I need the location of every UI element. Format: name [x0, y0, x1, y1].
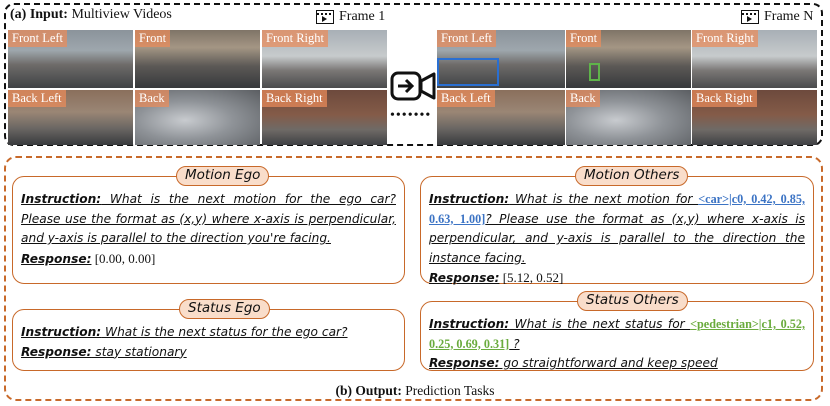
frameN-cam-back-left: Back Left [437, 90, 565, 145]
status-others-text: Instruction: What is the next status for… [429, 317, 805, 370]
motion-others-box: Motion Others Instruction: What is the n… [420, 166, 814, 285]
frame1-cam-front: Front [135, 30, 260, 88]
car-bounding-box [437, 58, 499, 86]
status-ego-text: Instruction: What is the next status for… [21, 325, 348, 359]
video-forward-icon [390, 71, 436, 101]
frame1-cam-front-left: Front Left [8, 30, 133, 88]
frames-ellipsis: ••••••• [390, 108, 432, 123]
video-frame-icon [316, 10, 334, 24]
frame1-cam-back-left: Back Left [8, 90, 133, 145]
motion-ego-box: Motion Ego Instruction: What is the next… [12, 166, 405, 284]
output-title: (b) Output: Prediction Tasks [335, 383, 495, 398]
pedestrian-bounding-box [589, 63, 600, 81]
video-frame-icon [741, 10, 759, 24]
motion-others-text: Instruction: What is the next motion for… [429, 192, 805, 285]
frame1-cam-back-right: Back Right [262, 90, 387, 145]
frame1-cam-front-right: Front Right [262, 30, 387, 88]
output-panel [4, 156, 823, 401]
motion-ego-text: Instruction: What is the next motion for… [21, 192, 396, 266]
status-ego-box: Status Ego Instruction: What is the next… [12, 299, 405, 371]
input-panel [4, 3, 823, 146]
status-others-box: Status Others Instruction: What is the n… [420, 291, 814, 371]
frameN-cam-front-right: Front Right [692, 30, 817, 88]
frameN-cam-back-right: Back Right [692, 90, 817, 145]
frameN-cam-back: Back [566, 90, 691, 145]
frameN-cam-front: Front [566, 30, 691, 88]
status-ego-tag: Status Ego [179, 299, 270, 319]
frameN-cam-front-left: Front Left [437, 30, 565, 88]
input-title: (a) Input: Multiview Videos [10, 7, 172, 22]
frame-n-label: Frame N [741, 9, 813, 25]
pedestrian-token: <pedestrian>|c1, 0.52, 0.25, 0.69, 0.31] [429, 317, 805, 351]
car-token: <car>|c0, 0.42, 0.85, 0.63, 1.00] [429, 192, 805, 226]
motion-ego-tag: Motion Ego [176, 166, 270, 186]
frame1-cam-back: Back [135, 90, 260, 145]
motion-others-tag: Motion Others [575, 166, 689, 186]
status-others-tag: Status Others [577, 291, 688, 311]
frame-1-label: Frame 1 [316, 9, 385, 25]
